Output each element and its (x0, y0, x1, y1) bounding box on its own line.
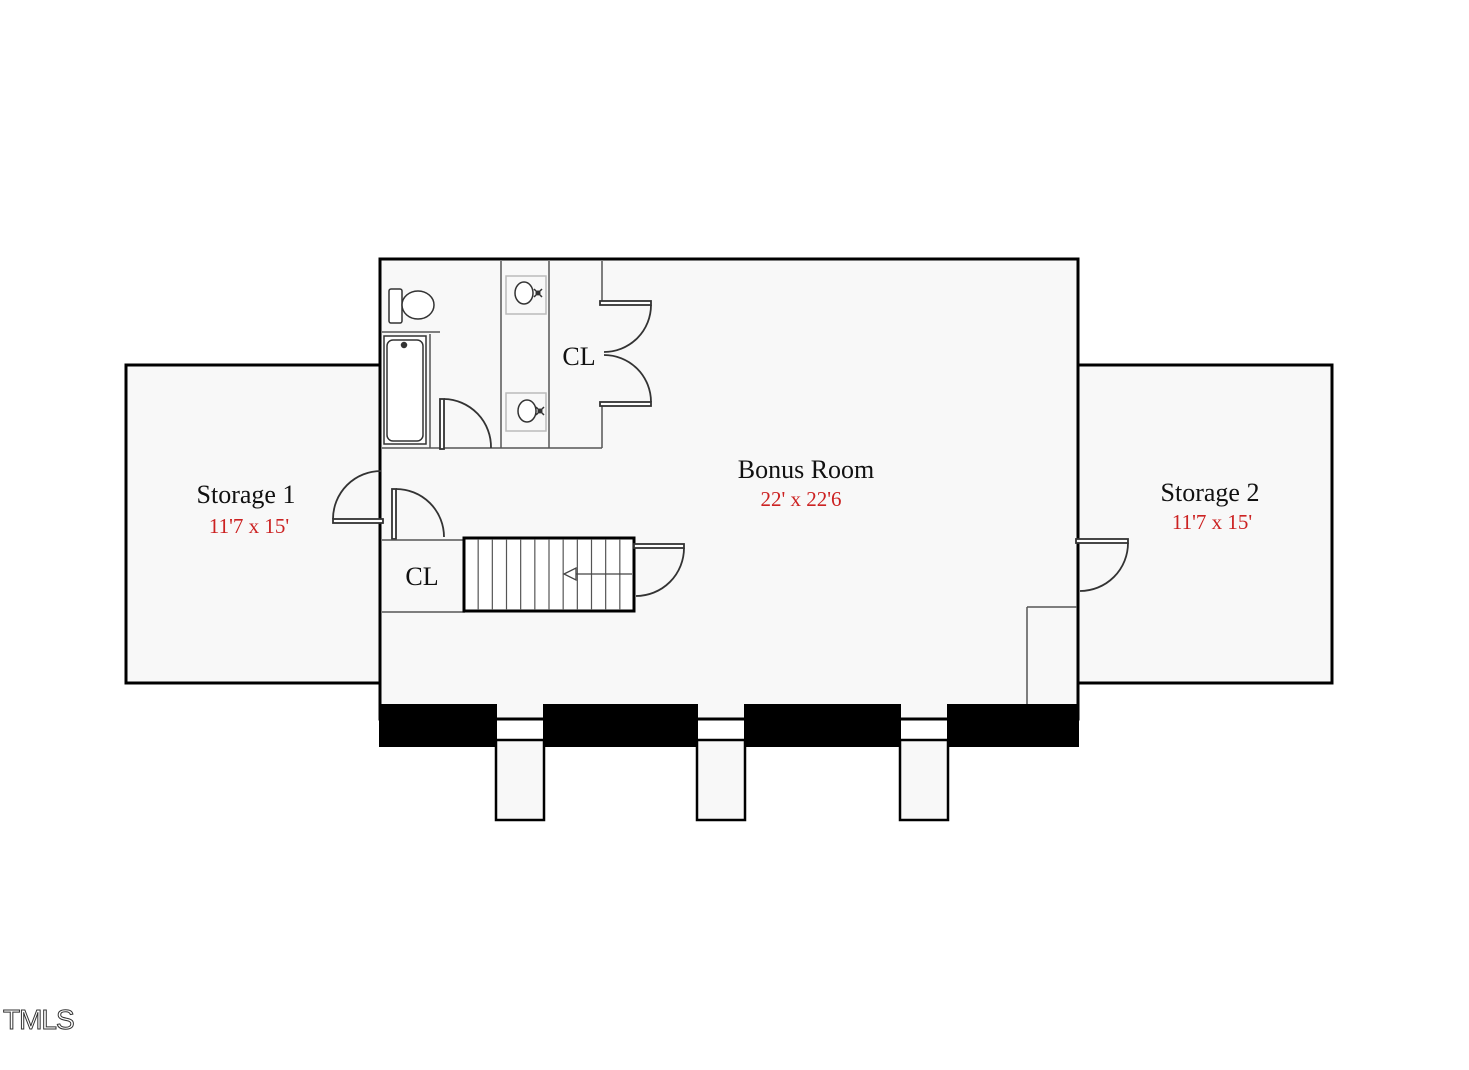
door-swing-icon (391, 488, 445, 540)
closet-label-lower: CL (405, 562, 438, 591)
storage-1-room (124, 363, 384, 685)
bonus-room (378, 257, 1080, 721)
arrow-icon (562, 566, 632, 582)
bathroom (382, 261, 603, 449)
storage-2-name: Storage 2 (1161, 478, 1260, 507)
toilet-icon (388, 288, 435, 324)
closet-label-upper: CL (562, 342, 595, 371)
door-swing-icon (332, 470, 384, 524)
stairs-icon (462, 536, 636, 613)
closet-double-door (599, 300, 652, 407)
door-swing-icon (1075, 538, 1129, 592)
door-swing-icon (633, 543, 685, 597)
mls-watermark: TMLS (3, 1004, 76, 1036)
bathtub-icon (383, 335, 427, 445)
nook-partition (1026, 606, 1077, 704)
bonus-room-name: Bonus Room (738, 455, 875, 484)
dormer-1 (494, 738, 546, 822)
dormer-3 (898, 738, 950, 822)
storage-1-name: Storage 1 (197, 480, 296, 509)
storage-2-room (1076, 363, 1334, 685)
storage-2-dims: 11'7 x 15' (1172, 510, 1252, 534)
sink-icon (505, 275, 547, 315)
knee-wall (379, 704, 1079, 750)
lower-closet (382, 539, 465, 613)
dormers (494, 738, 950, 822)
bonus-room-dims: 22' x 22'6 (760, 487, 841, 511)
storage-1-dims: 11'7 x 15' (209, 514, 289, 538)
sink-icon (505, 392, 547, 432)
dormer-2 (695, 738, 747, 822)
door-swing-icon (439, 398, 492, 450)
